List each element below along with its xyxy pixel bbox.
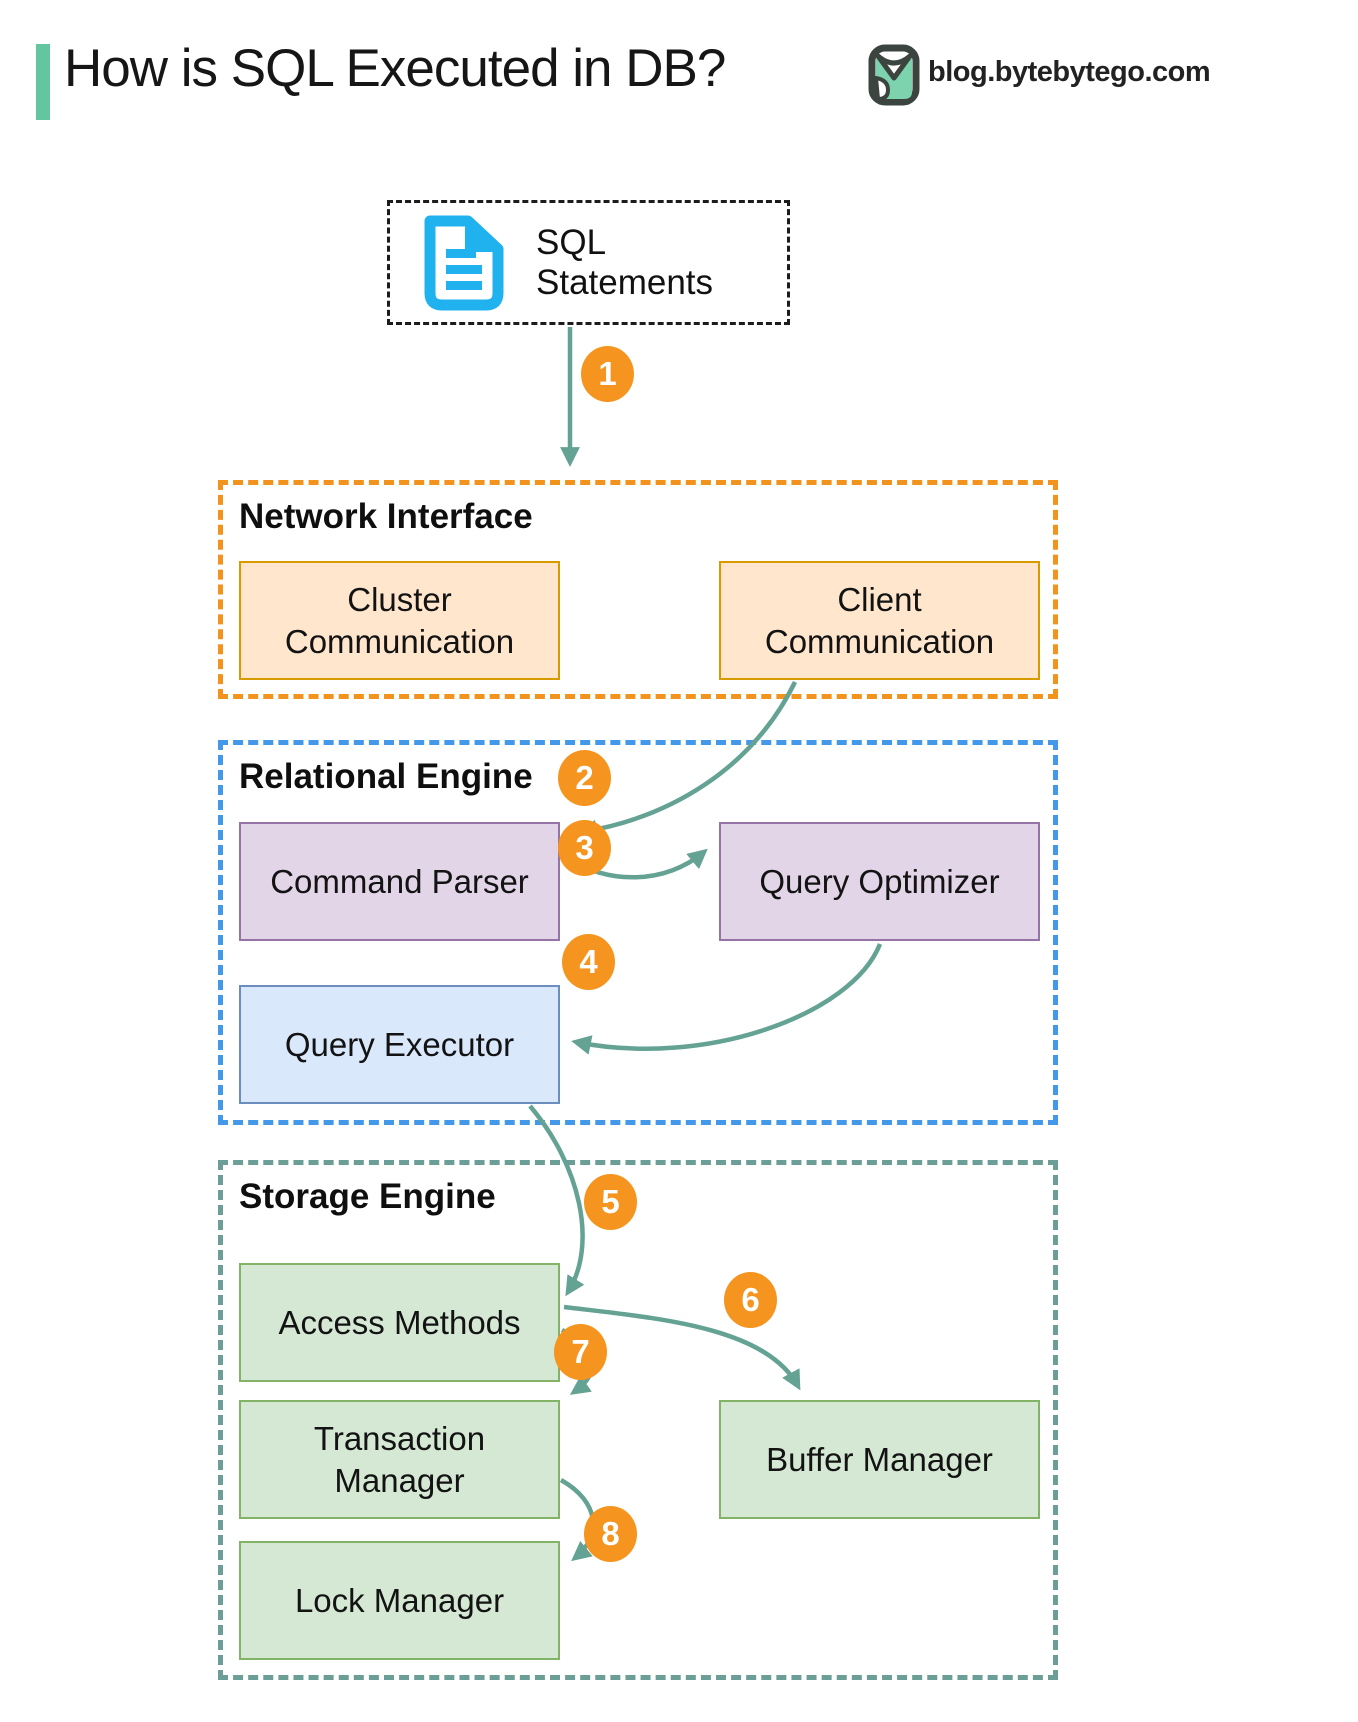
node-cluster-communication: Cluster Communication xyxy=(239,561,560,680)
title-accent-bar xyxy=(36,44,50,120)
step-badge-5: 5 xyxy=(584,1174,637,1230)
document-icon xyxy=(424,215,504,310)
page-title: How is SQL Executed in DB? xyxy=(64,39,726,98)
section-relational-engine-label: Relational Engine xyxy=(239,757,533,796)
step-badge-3: 3 xyxy=(558,820,611,876)
node-command-parser: Command Parser xyxy=(239,822,560,941)
section-storage-engine: Storage Engine xyxy=(218,1160,1058,1680)
node-query-optimizer: Query Optimizer xyxy=(719,822,1040,941)
blog-url-text: blog.bytebytego.com xyxy=(928,56,1211,88)
node-access-methods: Access Methods xyxy=(239,1263,560,1382)
node-lock-manager: Lock Manager xyxy=(239,1541,560,1660)
section-storage-engine-label: Storage Engine xyxy=(239,1177,496,1216)
sql-statements-label: SQL Statements xyxy=(536,222,714,302)
step-badge-8: 8 xyxy=(584,1506,637,1562)
node-transaction-manager: Transaction Manager xyxy=(239,1400,560,1519)
step-badge-7: 7 xyxy=(554,1324,607,1380)
node-query-executor: Query Executor xyxy=(239,985,560,1104)
step-badge-4: 4 xyxy=(562,934,615,990)
node-buffer-manager: Buffer Manager xyxy=(719,1400,1040,1519)
sql-statements-box: SQL Statements xyxy=(387,200,790,325)
step-badge-6: 6 xyxy=(724,1272,777,1328)
step-badge-1: 1 xyxy=(581,346,634,402)
step-badge-2: 2 xyxy=(558,750,611,806)
section-network-interface-label: Network Interface xyxy=(239,497,533,536)
node-client-communication: Client Communication xyxy=(719,561,1040,680)
bytebytego-logo-icon xyxy=(868,44,920,106)
